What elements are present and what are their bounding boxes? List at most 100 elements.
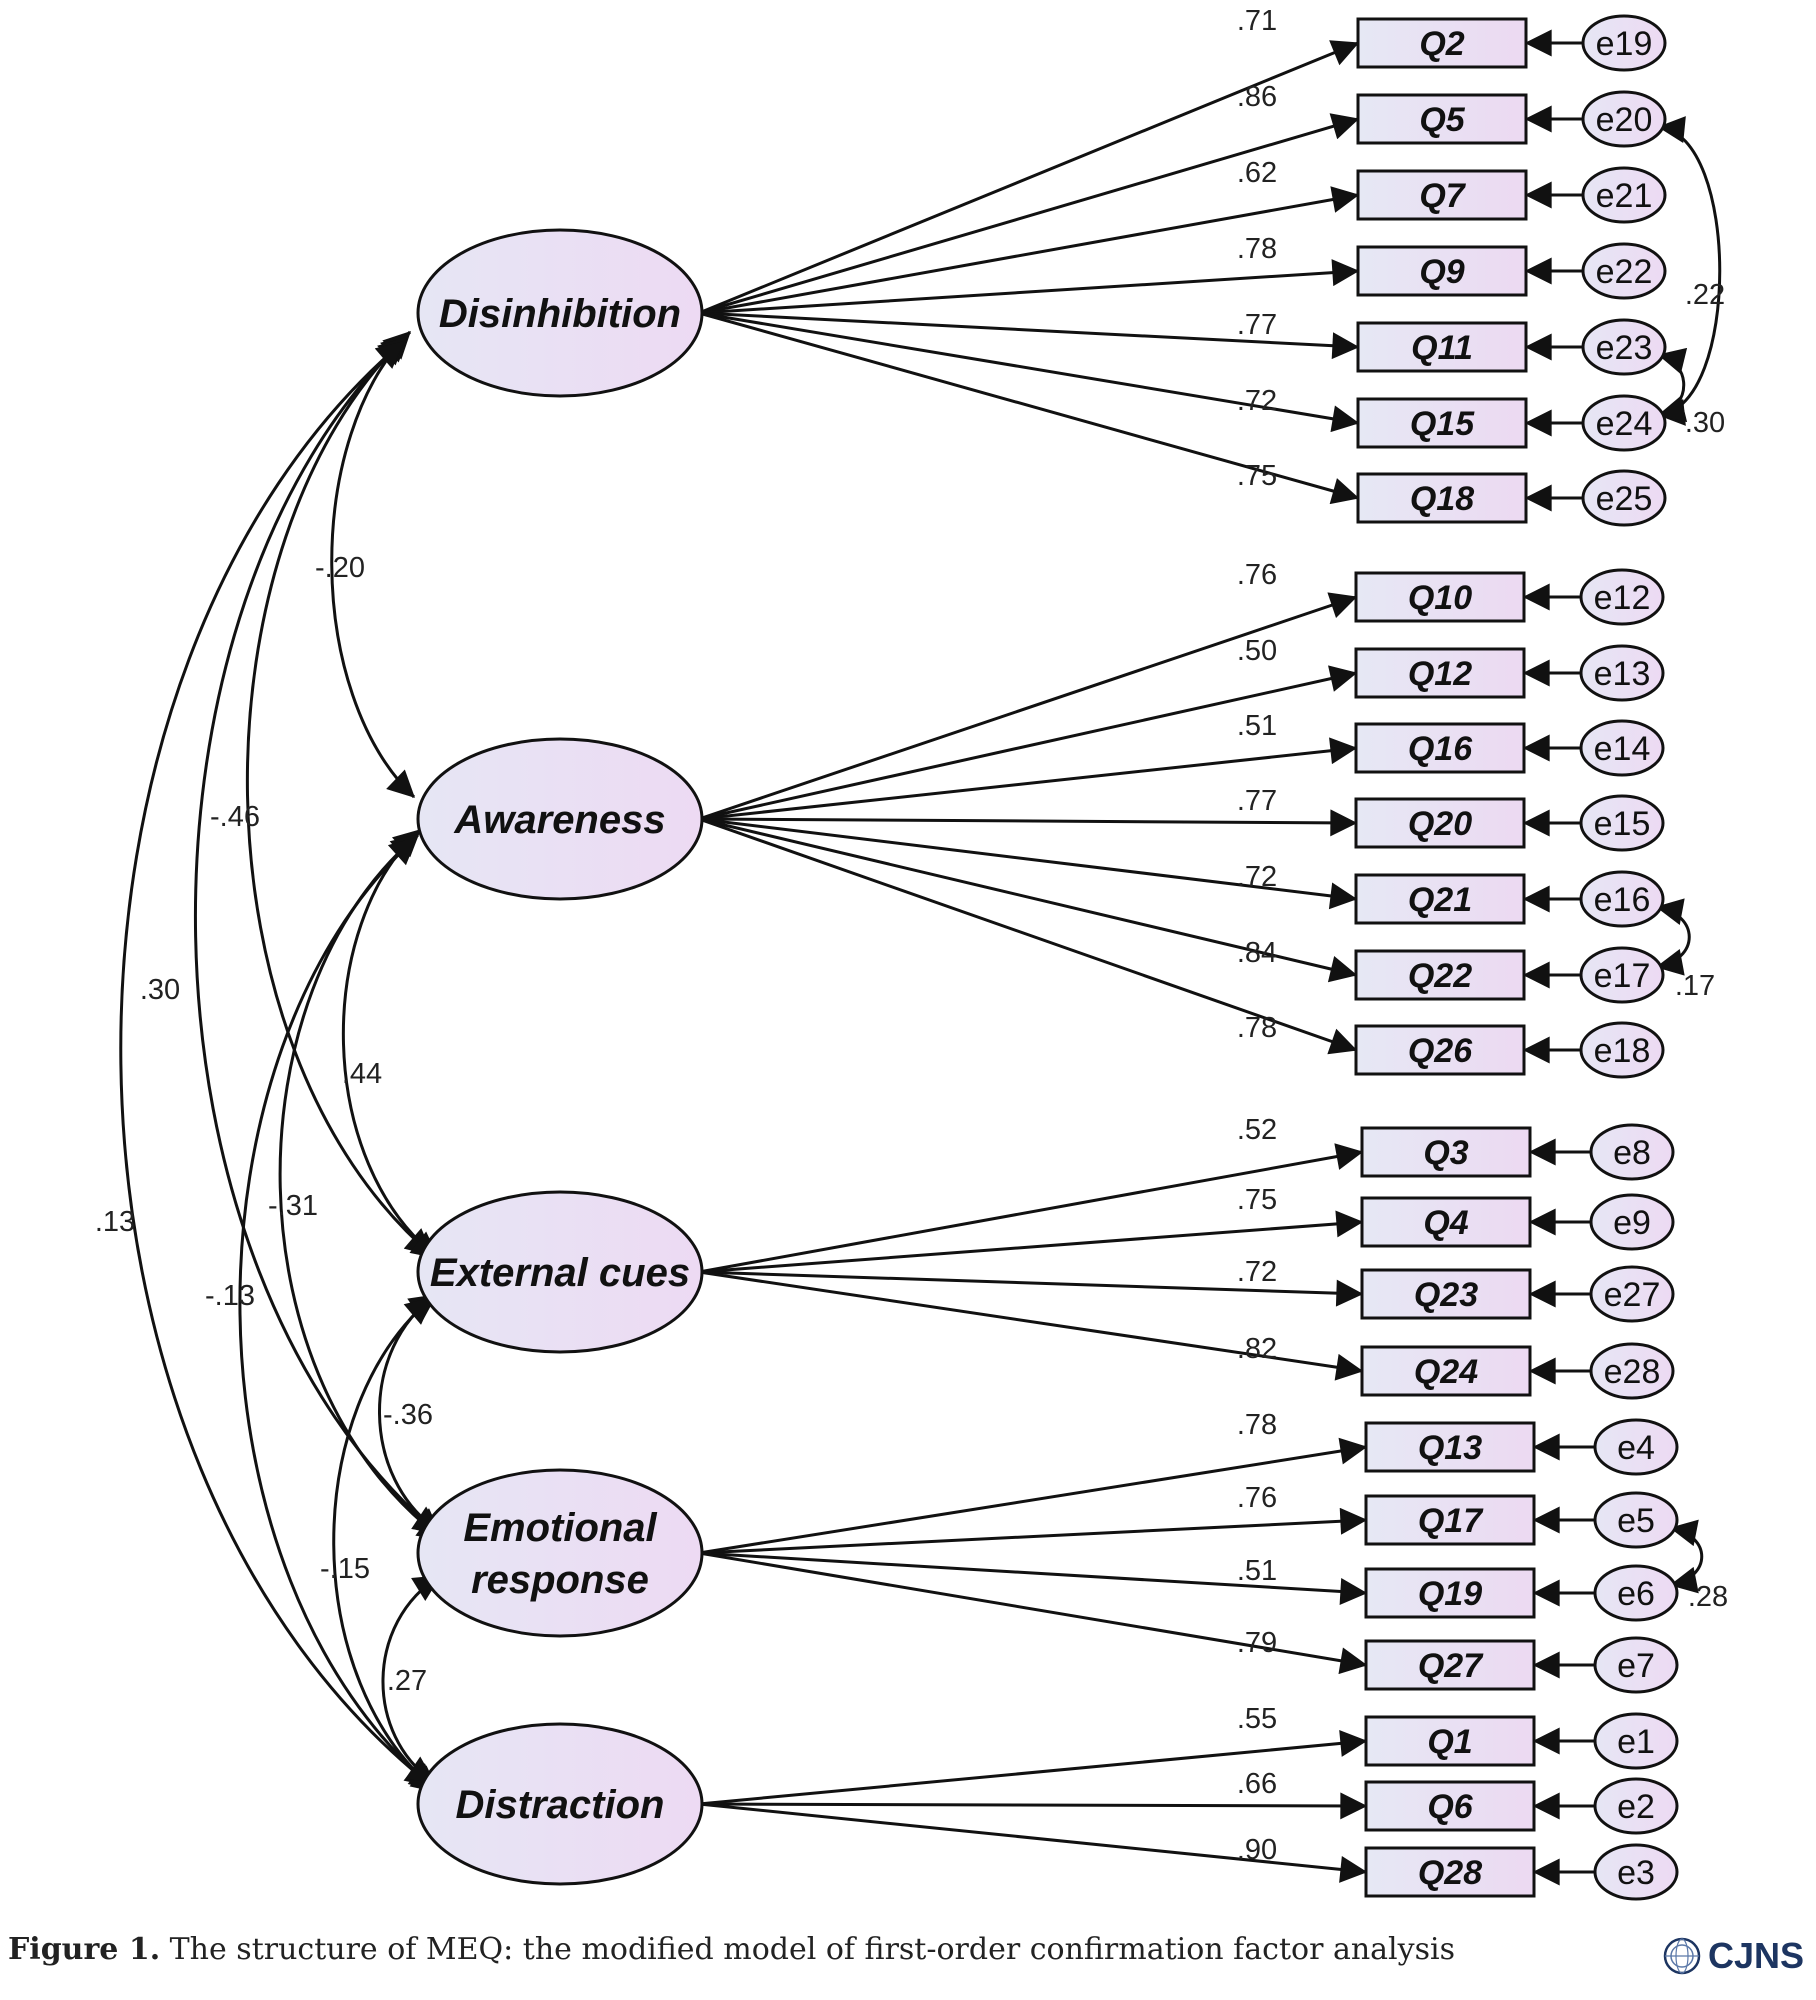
indicator-q22: Q22 [1354, 949, 1526, 1001]
indicator-box [1354, 949, 1526, 1001]
error-label: e24 [1596, 405, 1653, 443]
loading-path-q26 [698, 817, 1358, 1055]
indicator-label: Q5 [1419, 101, 1465, 139]
loading-path-q23 [698, 1270, 1364, 1307]
error-label: e9 [1613, 1204, 1651, 1242]
indicator-q6: Q6 [1364, 1780, 1536, 1832]
loading-value-q4: .75 [1237, 1184, 1277, 1216]
indicator-label: Q10 [1408, 579, 1472, 617]
error-label: e8 [1613, 1134, 1651, 1172]
indicator-label: Q4 [1423, 1204, 1468, 1242]
indicator-label: Q23 [1414, 1276, 1478, 1314]
covariance-value-3-4: .27 [387, 1665, 427, 1697]
error-e18: e18 [1579, 1021, 1665, 1079]
loading-path-q6 [698, 1792, 1368, 1820]
indicator-label: Q20 [1408, 805, 1472, 843]
covariance-path-1-4 [238, 836, 438, 1792]
loading-value-q19: .51 [1237, 1555, 1277, 1587]
error-covariance-value-e23-e24: .30 [1685, 407, 1725, 439]
factor-ellipse [416, 1190, 704, 1354]
error-ellipse [1581, 90, 1667, 148]
loading-path-q9 [698, 259, 1360, 315]
error-label: e6 [1617, 1575, 1655, 1613]
error-e21: e21 [1581, 166, 1667, 224]
indicator-q21: Q21 [1354, 873, 1526, 925]
indicator-q11: Q11 [1356, 321, 1528, 373]
indicator-box [1360, 1126, 1532, 1178]
indicator-q1: Q1 [1364, 1715, 1536, 1767]
loading-path-q3 [698, 1143, 1364, 1274]
error-ellipse [1593, 1777, 1679, 1835]
error-e15: e15 [1579, 794, 1665, 852]
error-e5: e5 [1593, 1491, 1679, 1549]
figure-caption: Figure 1. The structure of MEQ: the modi… [8, 1932, 1508, 1967]
covariance-value-0-3: .30 [140, 974, 180, 1006]
loading-path-q10 [698, 592, 1358, 821]
loading-path-q24 [698, 1270, 1364, 1381]
factor-ellipse [416, 1722, 704, 1886]
error-ellipse [1593, 1491, 1679, 1549]
covariance-value-2-4: -.15 [320, 1553, 370, 1585]
factor-label: Emotional [463, 1506, 657, 1550]
factor-external-cues: External cues [416, 1190, 704, 1354]
loading-path-q11 [698, 311, 1360, 360]
indicator-q9: Q9 [1356, 245, 1528, 297]
error-e6: e6 [1593, 1564, 1679, 1622]
error-covariance-path-e5-e6 [1669, 1519, 1704, 1594]
factor-label: Distraction [456, 1783, 665, 1827]
error-e17: e17 [1579, 946, 1665, 1004]
error-label: e27 [1604, 1276, 1661, 1314]
indicator-box [1360, 1268, 1532, 1320]
error-label: e23 [1596, 329, 1653, 367]
indicator-label: Q26 [1408, 1032, 1473, 1070]
loading-value-q27: .79 [1237, 1627, 1277, 1659]
indicator-q20: Q20 [1354, 797, 1526, 849]
indicator-q28: Q28 [1364, 1846, 1536, 1898]
error-e13: e13 [1579, 644, 1665, 702]
error-label: e7 [1617, 1647, 1655, 1685]
indicator-label: Q22 [1408, 957, 1472, 995]
loading-value-q22: .84 [1237, 937, 1277, 969]
error-label: e3 [1617, 1854, 1655, 1892]
loading-value-q13: .78 [1237, 1409, 1277, 1441]
loading-path-q4 [698, 1210, 1364, 1274]
indicator-box [1364, 1494, 1536, 1546]
factor-ellipse [416, 228, 704, 398]
error-covariance-value-e5-e6: .28 [1688, 1581, 1728, 1613]
covariance-value-0-1: -.20 [315, 552, 365, 584]
error-label: e13 [1594, 655, 1651, 693]
indicator-q10: Q10 [1354, 571, 1526, 623]
loading-path-q18 [698, 311, 1360, 505]
covariance-value-1-3: -.31 [268, 1190, 318, 1222]
loading-value-q23: .72 [1237, 1256, 1277, 1288]
loading-value-q17: .76 [1237, 1482, 1277, 1514]
error-ellipse [1593, 1564, 1679, 1622]
indicator-box [1354, 1024, 1526, 1076]
covariance-path-1-3 [278, 833, 446, 1542]
error-label: e12 [1594, 579, 1651, 617]
indicator-label: Q19 [1418, 1575, 1482, 1613]
indicator-q18: Q18 [1356, 472, 1528, 524]
indicator-label: Q13 [1418, 1429, 1482, 1467]
indicator-label: Q21 [1408, 881, 1472, 919]
journal-logo: CJNS [1662, 1928, 1812, 1984]
error-e16: e16 [1579, 870, 1665, 928]
error-label: e17 [1594, 957, 1651, 995]
covariance-value-0-2: -.46 [210, 801, 260, 833]
indicator-box [1356, 17, 1528, 69]
error-covariance-value-e20-e24: .22 [1685, 279, 1725, 311]
indicator-box [1364, 1846, 1536, 1898]
loading-value-q3: .52 [1237, 1114, 1277, 1146]
error-ellipse [1581, 166, 1667, 224]
indicator-box [1364, 1639, 1536, 1691]
error-e24: e24 [1581, 394, 1667, 452]
indicator-q16: Q16 [1354, 722, 1526, 774]
error-e20: e20 [1581, 90, 1667, 148]
error-e27: e27 [1589, 1265, 1675, 1323]
loading-path-q17 [698, 1507, 1368, 1555]
loading-path-q15 [698, 311, 1360, 433]
loading-value-q15: .72 [1237, 385, 1277, 417]
error-label: e28 [1604, 1353, 1661, 1391]
loading-value-q21: .72 [1237, 861, 1277, 893]
indicator-box [1356, 93, 1528, 145]
